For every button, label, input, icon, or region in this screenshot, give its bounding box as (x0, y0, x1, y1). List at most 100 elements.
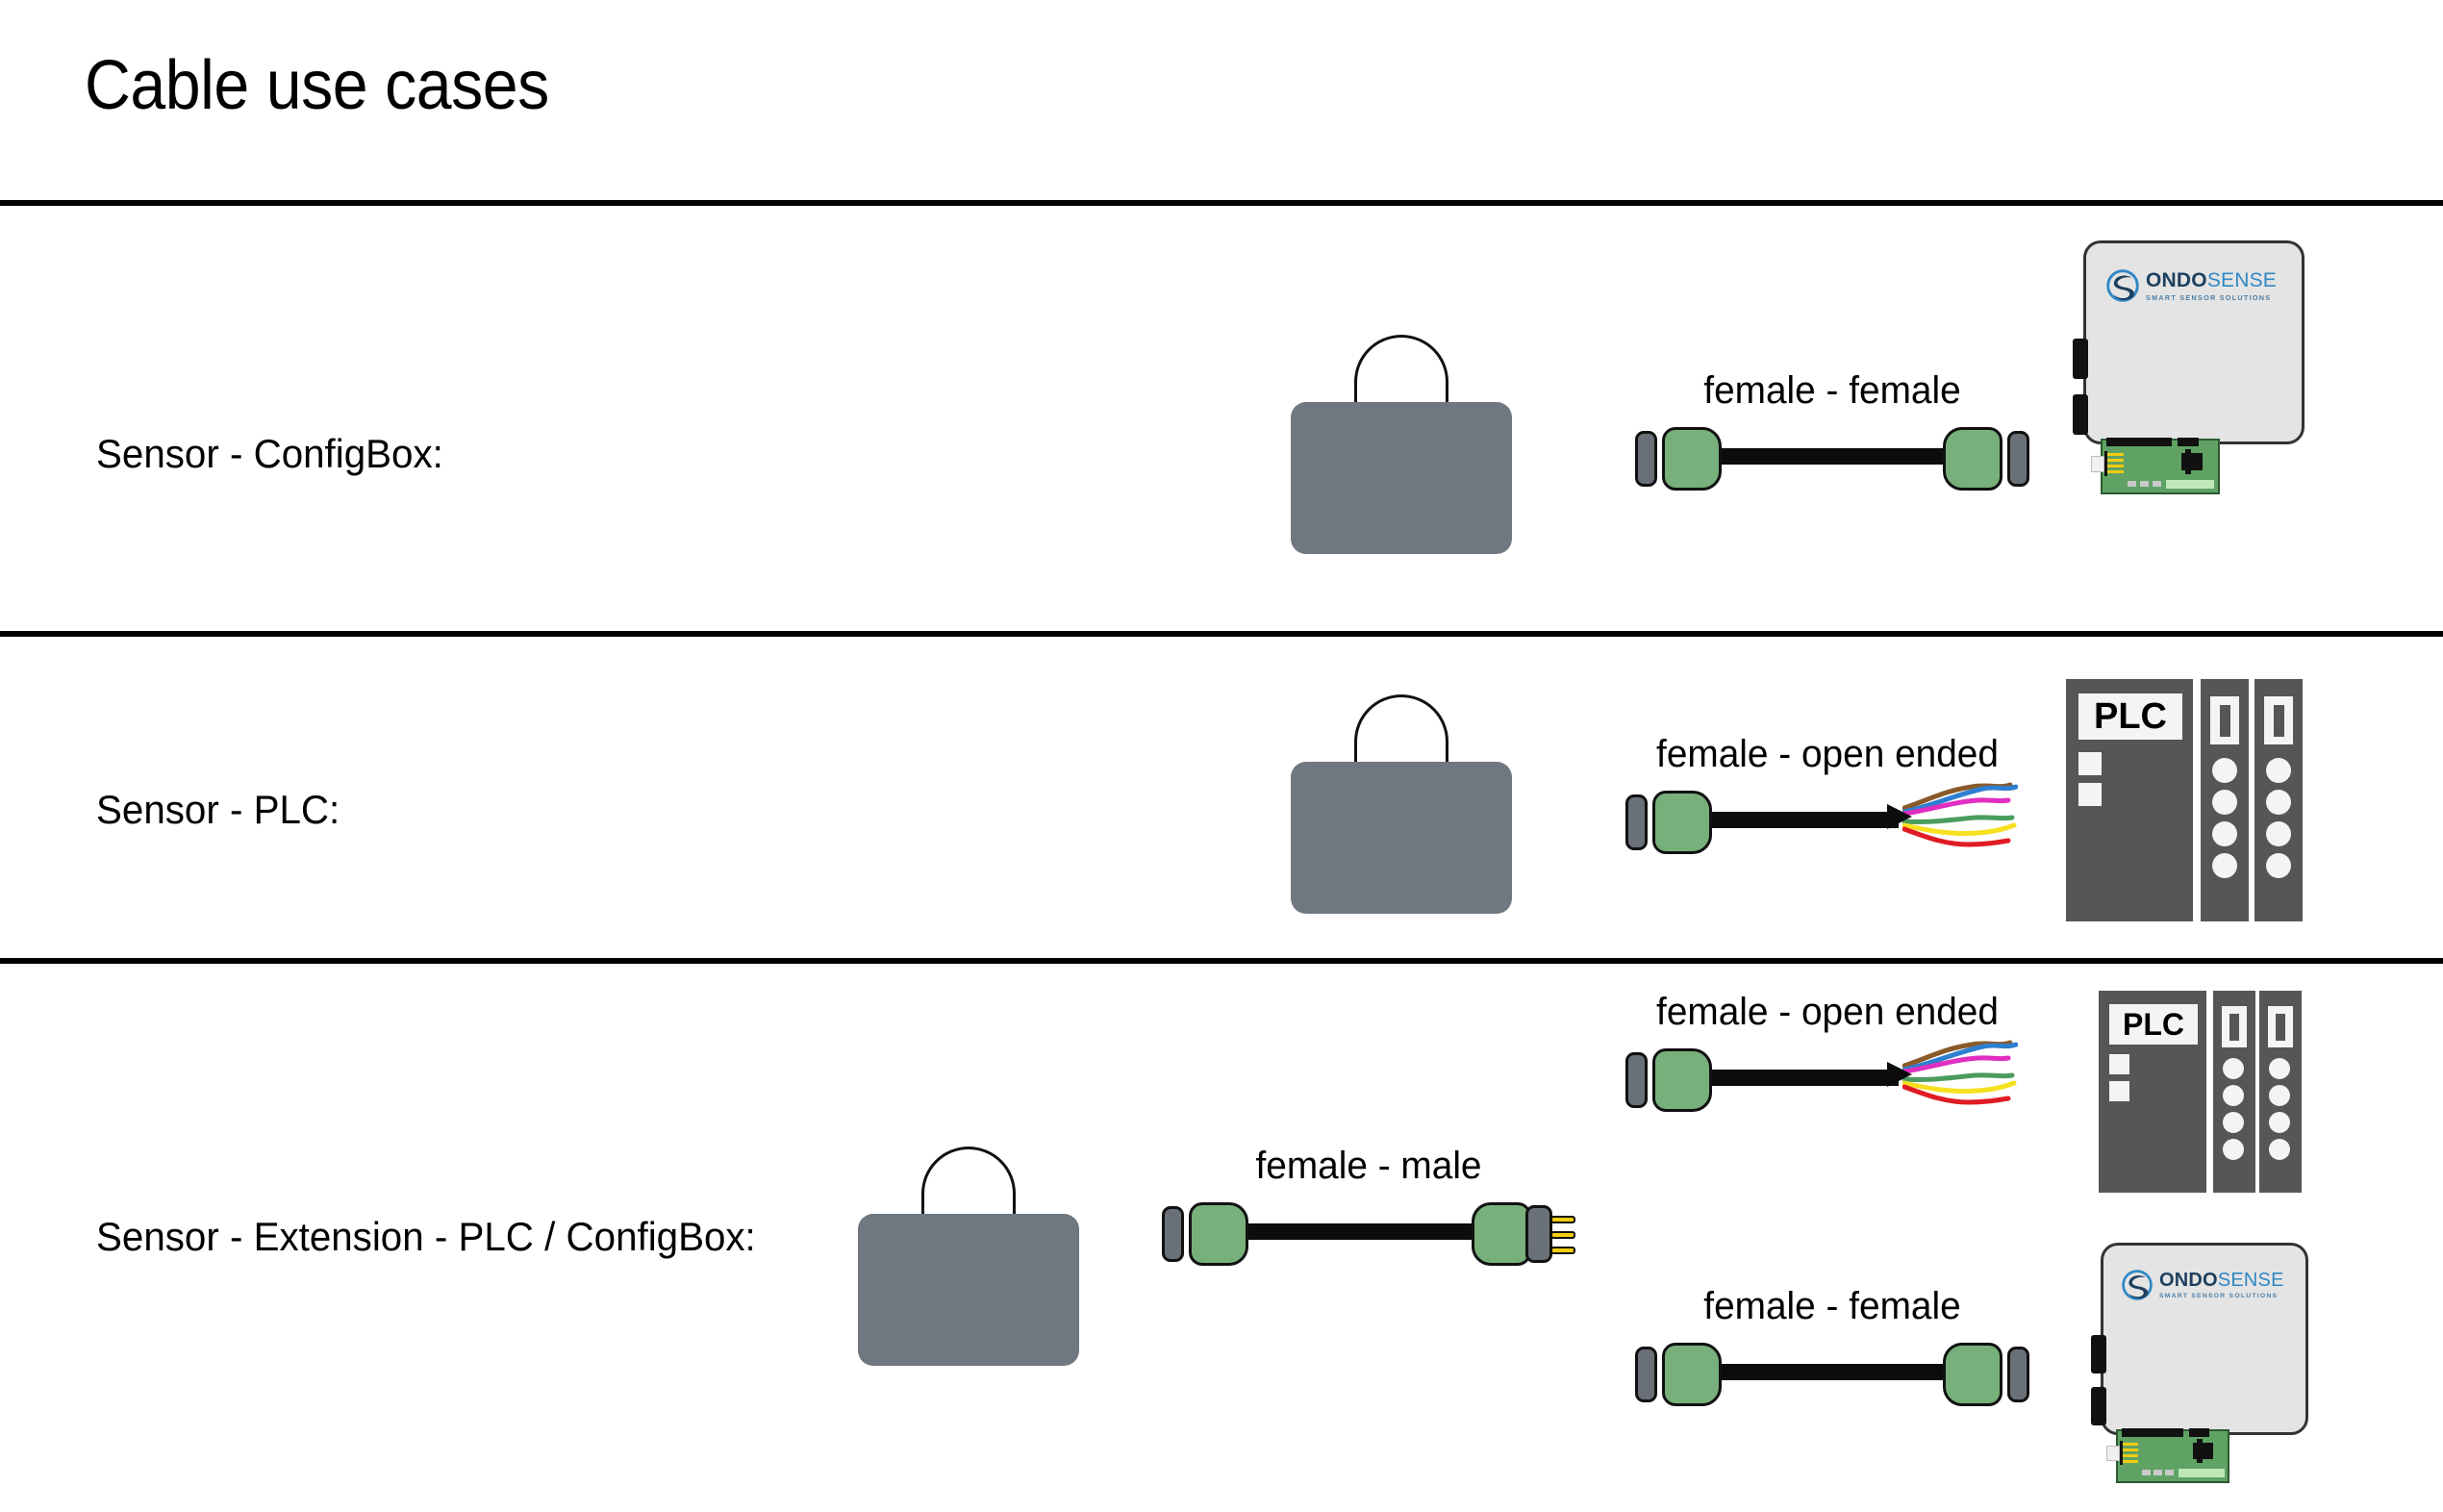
pcb-chip (2153, 1470, 2162, 1475)
connector-barrel (1189, 1202, 1248, 1266)
plc-led (2212, 821, 2237, 846)
pcb-chip (2165, 1470, 2174, 1475)
pcb-black-connector (2197, 1439, 2203, 1463)
plc-slot (2222, 1006, 2247, 1047)
connector-cap (2007, 431, 2029, 487)
cable-jacket-taper (1887, 1062, 1912, 1087)
configbox-side-tab (2091, 1387, 2106, 1425)
plc-indicator-square (2078, 783, 2102, 806)
sensor-device-row2 (1291, 694, 1512, 916)
configbox-side-tab (2073, 339, 2088, 379)
plc-slot (2268, 1006, 2293, 1047)
cable-label: female - female (1703, 369, 1961, 412)
pcb-black-connector (2185, 449, 2191, 474)
cable-wire (1227, 1223, 1479, 1240)
sensor-handle-icon (1354, 694, 1448, 768)
connector-cap (1162, 1206, 1184, 1262)
plc-led (2269, 1112, 2290, 1133)
cable-female-female-row3: female - female (1635, 1285, 2029, 1406)
pcb-strip (2179, 1469, 2225, 1477)
open-ended-wires (1887, 1033, 2018, 1125)
pcb-pin-header (2106, 453, 2124, 456)
cable-wire (1691, 1070, 1899, 1086)
logo-wordmark: ONDOSENSE (2159, 1271, 2284, 1290)
connector-barrel (1472, 1202, 1531, 1266)
plc-indicator-square (2078, 752, 2102, 775)
cable-wire (1700, 448, 1964, 465)
logo-tagline: SMART SENSOR SOLUTIONS (2159, 1293, 2279, 1299)
sensor-body (1291, 762, 1512, 914)
logo-wordmark: ONDOSENSE (2146, 270, 2277, 290)
row-label-sensor-configbox: Sensor - ConfigBox: (96, 431, 443, 476)
pcb-white-connector (2091, 456, 2104, 472)
connector-barrel (1662, 427, 1722, 491)
pcb-pin-header (2122, 1443, 2138, 1446)
configbox-side-tab (2091, 1335, 2106, 1373)
plc-led (2266, 853, 2291, 878)
connector-barrel (1943, 1343, 2002, 1406)
row-label-sensor-plc: Sensor - PLC: (96, 787, 340, 832)
page-title: Cable use cases (85, 47, 549, 124)
configbox-device-row3: ONDOSENSE SMART SENSOR SOLUTIONS (2083, 1243, 2310, 1504)
ondosense-logo: ONDOSENSE SMART SENSOR SOLUTIONS (2106, 269, 2277, 302)
pcb-chip (2142, 1470, 2151, 1475)
configbox-side-tab (2073, 394, 2088, 435)
sensor-handle-icon (921, 1147, 1016, 1220)
cable-female-male-row3: female - male (1162, 1145, 1575, 1266)
plc-nameplate: PLC (2109, 1004, 2198, 1045)
plc-io-module (2254, 679, 2303, 921)
plc-led (2269, 1058, 2290, 1079)
pcb-white-connector (2106, 1446, 2120, 1461)
sensor-body (858, 1214, 1079, 1366)
pcb-chip (2153, 481, 2161, 487)
plc-led (2223, 1058, 2244, 1079)
logo-word-sense: SENSE (2217, 1270, 2284, 1291)
plc-led (2266, 821, 2291, 846)
open-ended-wires (1887, 775, 2018, 868)
configbox-pcb (2091, 438, 2220, 494)
pcb-component (2122, 1428, 2183, 1437)
plc-device-row3: PLC (2099, 991, 2302, 1193)
logo-word-ondo: ONDO (2146, 268, 2207, 291)
connector-cap (1525, 1205, 1552, 1263)
logo-tagline: SMART SENSOR SOLUTIONS (2146, 292, 2272, 302)
connector-barrel (1652, 1048, 1712, 1112)
plc-device-row2: PLC (2066, 679, 2303, 921)
connector-cap (1625, 794, 1648, 850)
cable-label: female - male (1255, 1145, 1482, 1187)
plc-io-module (2259, 991, 2302, 1193)
sensor-body (1291, 402, 1512, 554)
logo-word-ondo: ONDO (2159, 1270, 2218, 1291)
cable-female-female-row1: female - female (1635, 369, 2029, 491)
pcb-chip (2140, 481, 2149, 487)
ondosense-swirl-icon (2106, 269, 2139, 302)
plc-slot (2210, 696, 2239, 744)
configbox-device-row1: ONDOSENSE SMART SENSOR SOLUTIONS (2066, 240, 2308, 519)
cable-wire (1700, 1364, 1964, 1380)
row-label-sensor-extension: Sensor - Extension - PLC / ConfigBox: (96, 1214, 756, 1259)
cable-label: female - female (1703, 1285, 1961, 1327)
cable-female-openended-row3: female - open ended (1625, 991, 2029, 1112)
cable-female-openended-row2: female - open ended (1625, 733, 2029, 854)
divider-row1-row2 (0, 631, 2443, 637)
plc-led (2266, 790, 2291, 815)
plc-nameplate: PLC (2078, 693, 2182, 740)
configbox-pcb (2106, 1428, 2229, 1483)
divider-top (0, 200, 2443, 206)
sensor-device-row1 (1291, 335, 1512, 556)
sensor-handle-icon (1354, 335, 1448, 408)
pcb-component (2106, 438, 2172, 446)
plc-led (2223, 1085, 2244, 1106)
cable-wire (1691, 812, 1899, 828)
connector-cap (1635, 431, 1657, 487)
connector-pin (1550, 1216, 1575, 1223)
pcb-pin-header (2122, 1449, 2138, 1451)
plc-led (2266, 758, 2291, 783)
connector-pin (1550, 1247, 1575, 1254)
plc-led (2223, 1112, 2244, 1133)
plc-indicator-square (2109, 1081, 2129, 1101)
connector-pin (1550, 1231, 1575, 1239)
connector-cap (1635, 1347, 1657, 1402)
pcb-pin-header (2106, 470, 2124, 473)
